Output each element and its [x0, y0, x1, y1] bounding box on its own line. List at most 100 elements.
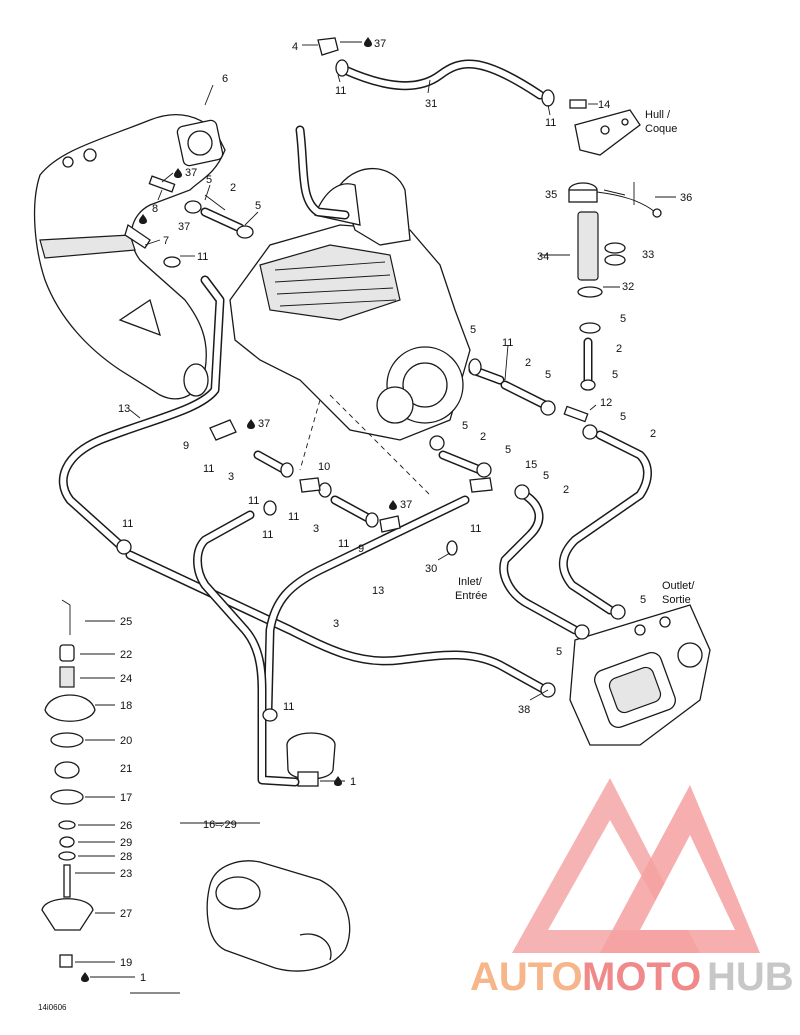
exhaust-manifold: [33, 113, 226, 400]
callout-31: 31: [425, 98, 437, 110]
callout-36: 36: [680, 192, 692, 204]
callout-3-a: 3: [228, 471, 234, 483]
callout-5-j: 5: [556, 646, 562, 658]
drop-icon: [247, 419, 255, 429]
callout-37-c: 37: [178, 221, 190, 233]
callout-11-c: 11: [197, 251, 208, 263]
callout-27: 27: [120, 908, 132, 920]
callout-7: 7: [163, 235, 169, 247]
watermark-triangle-right-inner: [640, 835, 735, 930]
callout-2-b: 2: [525, 357, 531, 369]
hoses: [58, 59, 652, 787]
callout-2-f: 2: [616, 343, 622, 355]
leader-lines: [75, 41, 676, 994]
callout-21: 21: [120, 763, 132, 775]
callout-24: 24: [120, 673, 132, 685]
callout-11-f: 11: [288, 511, 299, 523]
callout-2-d: 2: [480, 431, 486, 443]
callout-12: 12: [600, 397, 612, 409]
callout-2-a: 2: [230, 182, 236, 194]
callout-3-b: 3: [313, 523, 319, 535]
callout-1-a: 1: [350, 776, 356, 788]
drop-icon: [174, 168, 182, 178]
callout-16-29: 16⇨29: [203, 819, 237, 831]
callout-3-c: 3: [333, 618, 339, 630]
callout-34: 34: [537, 251, 549, 263]
valve-stack: [41, 599, 96, 968]
callout-13-a: 13: [118, 403, 130, 415]
filler-cap-assembly: [568, 182, 662, 298]
callout-5-b: 5: [255, 200, 261, 212]
callout-26: 26: [120, 820, 132, 832]
drop-icon: [334, 776, 342, 786]
callout-30: 30: [425, 563, 437, 575]
callout-6: 6: [222, 73, 228, 85]
engine-block: [229, 168, 471, 496]
lubricant-drop-icons: [81, 37, 397, 982]
callout-37-e: 37: [400, 499, 412, 511]
label-coque: Coque: [645, 123, 677, 135]
callout-9-b: 9: [358, 543, 364, 555]
callout-9-a: 9: [183, 440, 189, 452]
clamps: [116, 59, 626, 722]
check-valve: [286, 732, 336, 787]
callout-11-a: 11: [335, 85, 346, 97]
callout-11-e: 11: [248, 495, 259, 507]
callout-13-b: 13: [372, 585, 384, 597]
callout-2-c: 2: [650, 428, 656, 440]
watermark-moto: MOTO: [582, 955, 701, 999]
callout-17: 17: [120, 792, 132, 804]
watermark-hub: HUB: [707, 955, 794, 999]
outlet-housing: [569, 604, 711, 746]
callout-20: 20: [120, 735, 132, 747]
callout-5-a: 5: [206, 174, 212, 186]
callout-2-e: 2: [563, 484, 569, 496]
callout-11-k: 11: [470, 523, 481, 535]
callout-32: 32: [622, 281, 634, 293]
callout-5-d: 5: [545, 369, 551, 381]
callout-10: 10: [318, 461, 330, 473]
label-outlet: Outlet/: [662, 580, 695, 592]
callout-15: 15: [525, 459, 537, 471]
callout-35: 35: [545, 189, 557, 201]
callout-5-f: 5: [462, 420, 468, 432]
callout-11-j: 11: [502, 337, 513, 349]
callout-5-i: 5: [640, 594, 646, 606]
drop-icon: [139, 214, 147, 224]
drop-icon: [81, 972, 89, 982]
callout-33: 33: [642, 249, 654, 261]
callout-5-l: 5: [612, 369, 618, 381]
cylinder-fins: [274, 261, 397, 307]
callout-38: 38: [518, 704, 530, 716]
callout-19: 19: [120, 957, 132, 969]
callout-1-b: 1: [140, 972, 146, 984]
callout-5-h: 5: [543, 470, 549, 482]
callout-11-l: 11: [283, 701, 294, 713]
callout-37-a-num: 37: [374, 38, 386, 50]
label-entree: Entrée: [455, 590, 487, 602]
callout-5-c: 5: [470, 324, 476, 336]
watermark-auto: AUTO: [470, 955, 583, 999]
callout-22: 22: [120, 649, 132, 661]
callout-37-b: 37: [185, 167, 197, 179]
callout-5-g: 5: [505, 444, 511, 456]
callout-14: 14: [598, 99, 610, 111]
callout-28: 28: [120, 851, 132, 863]
callout-25: 25: [120, 616, 132, 628]
watermark-logo: AUTO MOTO HUB: [470, 778, 794, 999]
callout-4: 4: [292, 41, 298, 53]
callout-18: 18: [120, 700, 132, 712]
callout-11-h: 11: [338, 538, 349, 550]
callout-5-k: 5: [620, 313, 626, 325]
callout-37-d: 37: [258, 418, 270, 430]
callout-11-i: 11: [122, 518, 133, 530]
water-box: [206, 860, 351, 972]
figure-code: 14i0606: [38, 1003, 67, 1012]
drop-icon: [389, 500, 397, 510]
callout-29: 29: [120, 837, 132, 849]
label-hull: Hull /: [645, 109, 671, 121]
label-sortie: Sortie: [662, 594, 691, 606]
hull-fitting: [574, 109, 641, 156]
callout-8: 8: [152, 203, 158, 215]
